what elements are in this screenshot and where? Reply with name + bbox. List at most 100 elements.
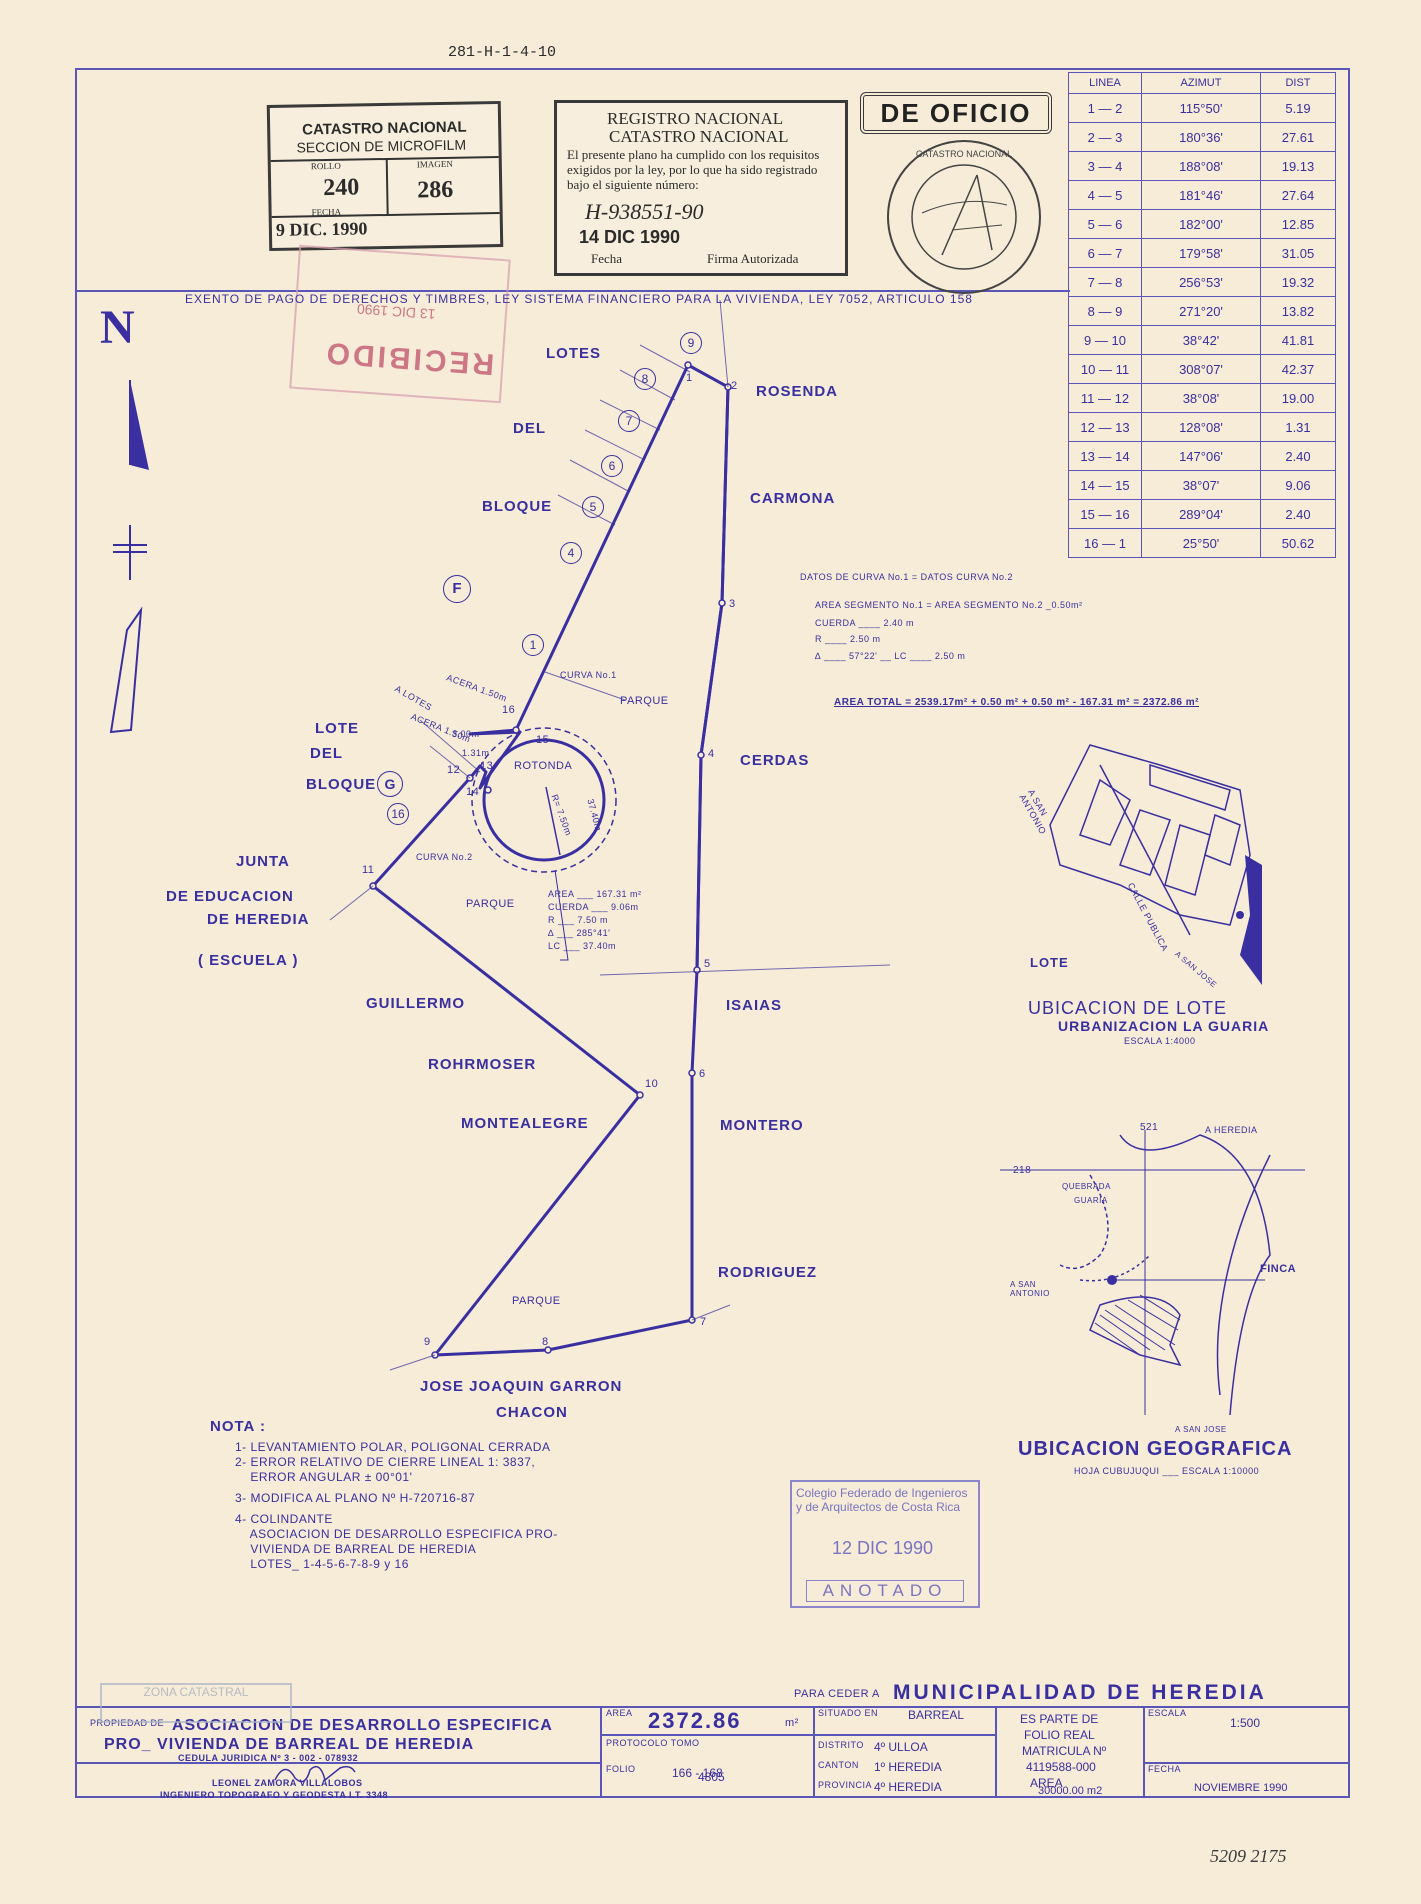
label-chacon: CHACON xyxy=(496,1404,568,1421)
azimuth-value: 182°00' xyxy=(1141,209,1261,239)
label-rotonda: ROTONDA xyxy=(514,760,573,772)
es-parte-line-2: FOLIO REAL xyxy=(1024,1728,1095,1742)
zona-catastral-stamp: ZONA CATASTRAL xyxy=(100,1683,292,1723)
geo-guaria: GUARIA xyxy=(1074,1196,1108,1205)
azimuth-dist: 50.62 xyxy=(1260,528,1336,558)
de-oficio-stamp: DE OFICIO xyxy=(860,92,1052,134)
station-2: 2 xyxy=(731,380,738,392)
protocolo-label: PROTOCOLO TOMO xyxy=(606,1738,700,1748)
station-4: 4 xyxy=(708,748,715,760)
curve-area-segment: AREA SEGMENTO No.1 = AREA SEGMENTO No.2 … xyxy=(815,600,1083,610)
azimuth-dist: 19.00 xyxy=(1260,383,1336,413)
azimuth-dist: 5.19 xyxy=(1260,93,1336,123)
label-dist-300: 3.00m xyxy=(452,729,480,739)
azimuth-line: 7 — 8 xyxy=(1068,267,1142,297)
provincia-value: 4º HEREDIA xyxy=(874,1780,942,1794)
curve-data-title: DATOS DE CURVA No.1 = DATOS CURVA No.2 xyxy=(800,572,1013,582)
footer-number: 5209 2175 xyxy=(1210,1846,1287,1866)
escala-value: 1:500 xyxy=(1230,1716,1261,1730)
station-6: 6 xyxy=(699,1068,706,1080)
ubicacion-lote-map xyxy=(1049,744,1262,985)
geo-title: UBICACION GEOGRAFICA xyxy=(1018,1438,1293,1460)
label-parque-3: PARQUE xyxy=(512,1295,561,1307)
nota-item: LOTES_ 1-4-5-6-7-8-9 y 16 xyxy=(235,1557,409,1571)
label-del-2: DEL xyxy=(310,745,343,762)
registro-firma-label: Firma Autorizada xyxy=(707,251,799,266)
nota-title: NOTA : xyxy=(210,1418,266,1435)
escala-label: ESCALA xyxy=(1148,1708,1187,1718)
label-dist-131: 1.31m xyxy=(462,748,490,758)
label-parque-1: PARQUE xyxy=(620,695,669,707)
lot-number-circle: 4 xyxy=(560,542,582,564)
label-lotes: LOTES xyxy=(546,345,602,362)
curve-delta: ∆ ____ 57°22' __ LC ____ 2.50 m xyxy=(815,651,966,661)
curve-cuerda: CUERDA ____ 2.40 m xyxy=(815,618,915,628)
azimuth-value: 188°08' xyxy=(1141,151,1261,181)
label-rosenda: ROSENDA xyxy=(756,383,839,400)
geo-subtitle: HOJA CUBUJUQUI ___ ESCALA 1:10000 xyxy=(1074,1466,1260,1476)
azimuth-line: 1 — 2 xyxy=(1068,93,1142,123)
lot-number-circle: 5 xyxy=(582,496,604,518)
rotonda-delta: ∆ ___ 285°41' xyxy=(548,928,611,938)
engineer-name: LEONEL ZAMORA VILLALOBOS xyxy=(212,1778,363,1788)
azimuth-value: 289°04' xyxy=(1141,499,1261,529)
azimuth-line: 15 — 16 xyxy=(1068,499,1142,529)
azimuth-line: 14 — 15 xyxy=(1068,470,1142,500)
fecha-label: FECHA xyxy=(1148,1764,1182,1774)
canton-label: CANTON xyxy=(818,1760,859,1770)
label-del: DEL xyxy=(513,420,546,437)
provincia-label: PROVINCIA xyxy=(818,1780,873,1790)
azimuth-value: 38°08' xyxy=(1141,383,1261,413)
azimuth-line: 13 — 14 xyxy=(1068,441,1142,471)
azimuth-dist: 1.31 xyxy=(1260,412,1336,442)
station-15: 15 xyxy=(536,734,550,746)
nota-item: ASOCIACION DE DESARROLLO ESPECIFICA PRO- xyxy=(235,1527,558,1541)
lot-number-circle: 7 xyxy=(618,410,640,432)
label-rohrmoser: ROHRMOSER xyxy=(428,1056,537,1073)
propiedad-label: PROPIEDAD DE xyxy=(90,1718,165,1728)
azimuth-value: 38°42' xyxy=(1141,325,1261,355)
catastral-seal: CATASTRO NACIONAL xyxy=(887,140,1041,294)
rotonda-circle xyxy=(482,738,606,862)
area-label: AREA xyxy=(606,1708,633,1718)
label-escuela: ( ESCUELA ) xyxy=(198,952,299,969)
rotonda-r: R ___ 7.50 m xyxy=(548,915,609,925)
azimuth-dist: 27.64 xyxy=(1260,180,1336,210)
station-8: 8 xyxy=(542,1336,549,1348)
ubicacion-lote-subtitle: URBANIZACION LA GUARIA xyxy=(1058,1018,1270,1034)
station-11: 11 xyxy=(362,864,375,876)
station-10: 10 xyxy=(645,1078,659,1090)
label-parque-2: PARQUE xyxy=(466,898,515,910)
geo-san-jose: A SAN JOSE xyxy=(1175,1425,1227,1434)
para-ceder-value: MUNICIPALIDAD DE HEREDIA xyxy=(893,1681,1267,1704)
azimuth-dist: 41.81 xyxy=(1260,325,1336,355)
station-7: 7 xyxy=(700,1316,707,1328)
label-isaias: ISAIAS xyxy=(726,997,783,1014)
azimuth-line: 4 — 5 xyxy=(1068,180,1142,210)
nota-item: ERROR ANGULAR ± 00°01' xyxy=(235,1470,413,1484)
ubicacion-geografica-map xyxy=(1000,1130,1305,1415)
label-montealegre: MONTEALEGRE xyxy=(461,1115,589,1132)
azimuth-dist: 19.13 xyxy=(1260,151,1336,181)
es-parte-line-3: MATRICULA Nº xyxy=(1022,1744,1107,1758)
ubicacion-lote-label: LOTE xyxy=(1030,955,1069,970)
rotonda-cuerda: CUERDA ___ 9.06m xyxy=(548,902,639,912)
azimuth-header-azimut: AZIMUT xyxy=(1141,72,1261,94)
area-unit: m² xyxy=(785,1717,799,1729)
label-cerdas: CERDAS xyxy=(740,752,810,769)
rotonda-lc: LC ___ 37.40m xyxy=(548,941,617,951)
exento-note: EXENTO DE PAGO DE DERECHOS Y TIMBRES, LE… xyxy=(185,292,973,306)
propiedad-line-2: PRO_ VIVIENDA DE BARREAL DE HEREDIA xyxy=(104,1736,475,1753)
label-de-educacion: DE EDUCACION xyxy=(166,888,294,905)
azimuth-header-dist: DIST xyxy=(1260,72,1336,94)
registro-title: REGISTRO NACIONAL xyxy=(607,109,784,128)
